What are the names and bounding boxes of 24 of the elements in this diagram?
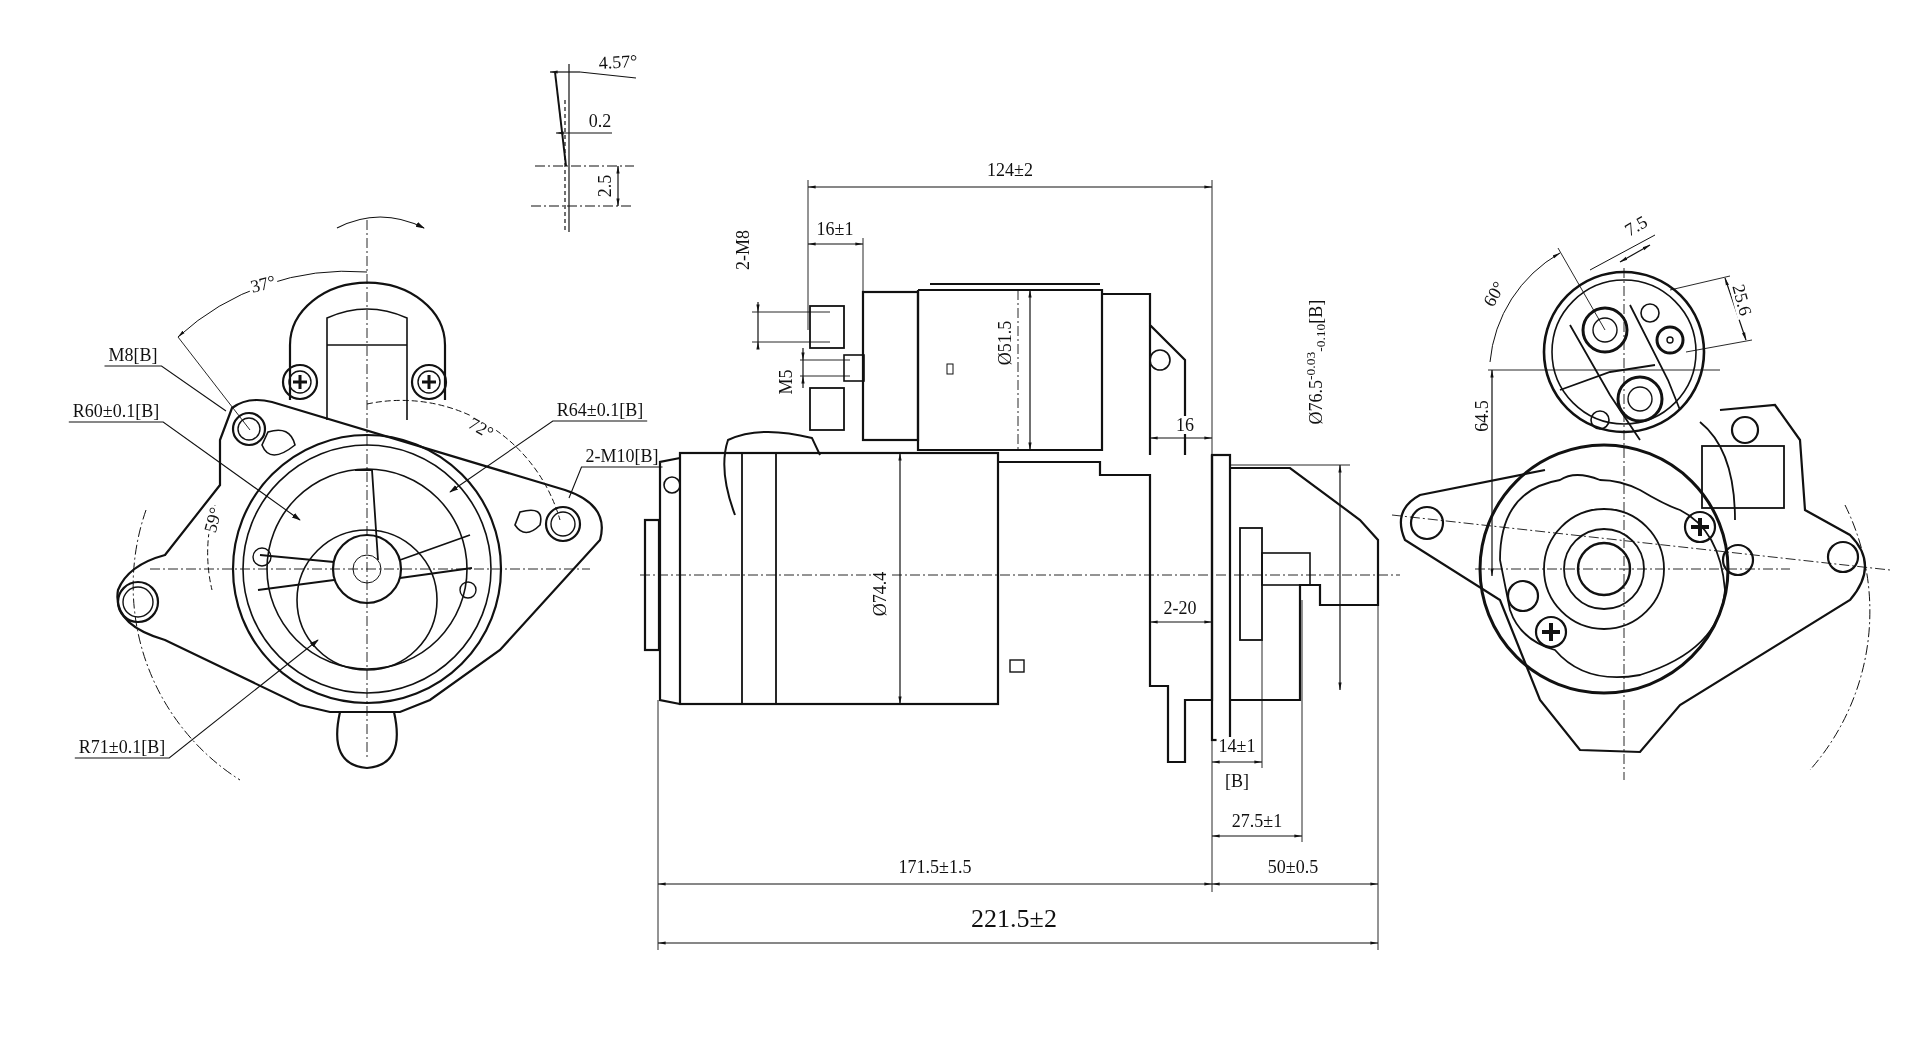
callout-label: R71±0.1[B] <box>78 738 166 756</box>
leader-line <box>568 466 664 499</box>
dimension-label: M5 <box>777 367 795 397</box>
dimension-label: 0.2 <box>586 112 614 130</box>
callout-label: M8[B] <box>108 346 158 364</box>
dimension-label: 16 <box>1174 416 1196 434</box>
dimension-label: 2-M8 <box>734 228 752 272</box>
leader-line <box>449 420 648 493</box>
dimension-label: Ø51.5 <box>996 318 1014 368</box>
dimension-label: 2.5 <box>596 172 614 200</box>
dimension-label: Ø74.4 <box>871 569 889 619</box>
leader-line <box>74 639 319 759</box>
dimension-label: [B] <box>1223 772 1251 790</box>
callout-label: 2-M10[B] <box>585 447 659 465</box>
leader-line <box>68 421 301 521</box>
dimension-label: 2-20 <box>1161 599 1199 617</box>
leader-line <box>103 365 227 412</box>
dimension-label: 64.5 <box>1473 398 1491 434</box>
callout-label: R64±0.1[B] <box>556 401 644 419</box>
callout-label: R60±0.1[B] <box>72 402 160 420</box>
dimension-label: 27.5±1 <box>1229 812 1285 830</box>
dimension-label: 124±2 <box>985 161 1035 179</box>
dimension-label: 14±1 <box>1216 737 1258 755</box>
dimension-label: 50±0.5 <box>1265 858 1321 876</box>
